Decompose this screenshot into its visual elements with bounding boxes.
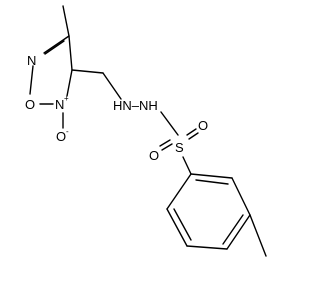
atom-sulfur: S — [175, 140, 184, 155]
benzene-ring — [166, 173, 267, 257]
bond-ring-methyl — [249, 214, 267, 257]
atom-n-oxide: N — [55, 97, 64, 112]
bond-ch2-right — [102, 72, 122, 100]
atom-hydrazine: HN–NH — [113, 98, 158, 113]
bond-c3-n2-a — [43, 35, 70, 54]
bond-s-o-left-b — [161, 143, 173, 151]
bond-methyl — [62, 5, 70, 37]
ring-bond-4 — [186, 245, 228, 250]
charge-n-oxide: + — [64, 94, 69, 103]
bond-nh-s — [160, 111, 179, 136]
linker — [102, 72, 179, 136]
bond-s-o-left-a — [159, 139, 171, 147]
atom-labels: N O N + O - HN–NH S O O — [25, 53, 208, 163]
bond-ch2-left — [71, 69, 104, 74]
ring-inner-1 — [195, 179, 229, 185]
atom-sulfonyl-o-right: O — [198, 118, 208, 133]
ring-bond-3 — [226, 214, 251, 250]
bond-s-o-right-b — [188, 132, 199, 140]
ring-bond-1 — [190, 173, 233, 179]
bond-n5-c4 — [66, 69, 73, 97]
ring-inner-3 — [173, 208, 192, 241]
bond-s-o-right-a — [186, 128, 197, 136]
bond-n2-o1 — [29, 65, 34, 95]
atom-sulfonyl-o-left: O — [149, 148, 159, 163]
charge-oxide-o: - — [66, 127, 69, 136]
atom-ring-n: N — [27, 53, 36, 68]
atom-oxide-o: O — [56, 129, 66, 144]
ring-bond-6 — [166, 173, 192, 210]
bond-c3-n2-b — [44, 40, 65, 55]
bond-c4-c3 — [68, 35, 73, 71]
atom-ring-o: O — [25, 97, 35, 112]
bond-s-ring — [182, 156, 192, 175]
ring-inner-2 — [222, 214, 244, 245]
furoxan-ring — [29, 5, 104, 129]
chemical-structure: N O N + O - HN–NH S O O — [25, 5, 267, 257]
ring-bond-2 — [231, 177, 251, 216]
sulfonyl-group — [159, 128, 199, 175]
ring-bond-5 — [166, 208, 188, 247]
